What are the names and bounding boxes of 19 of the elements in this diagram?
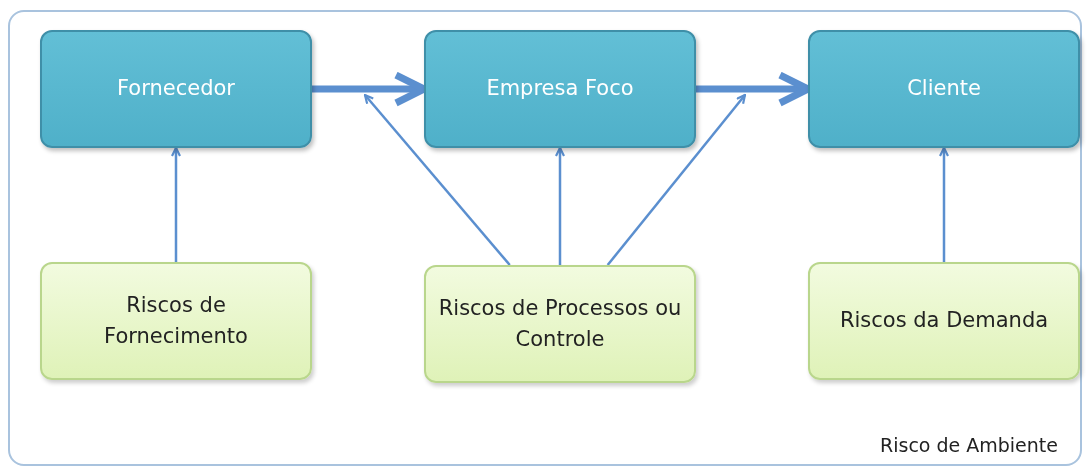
process-box — [424, 30, 696, 148]
box-label: Fornecedor — [117, 75, 235, 103]
box-label: Riscos da Demanda — [839, 307, 1049, 335]
risk-box — [40, 262, 312, 380]
process-box — [40, 30, 312, 148]
risk-box — [424, 265, 696, 383]
arrow — [938, 146, 950, 262]
box-label: Riscos de Fornecimento — [103, 291, 249, 350]
arrow — [554, 146, 566, 265]
risk-box — [808, 262, 1080, 380]
frame-box — [8, 10, 1082, 466]
frame-title: Risco de Ambiente — [880, 434, 1058, 456]
arrow — [170, 146, 182, 262]
box-label: Empresa Foco — [486, 75, 634, 103]
box-label: Cliente — [907, 75, 981, 103]
leader-line — [363, 93, 511, 266]
leader-line — [606, 93, 747, 266]
process-box — [808, 30, 1080, 148]
box-label: Riscos de Processos ou Controle — [437, 294, 683, 353]
